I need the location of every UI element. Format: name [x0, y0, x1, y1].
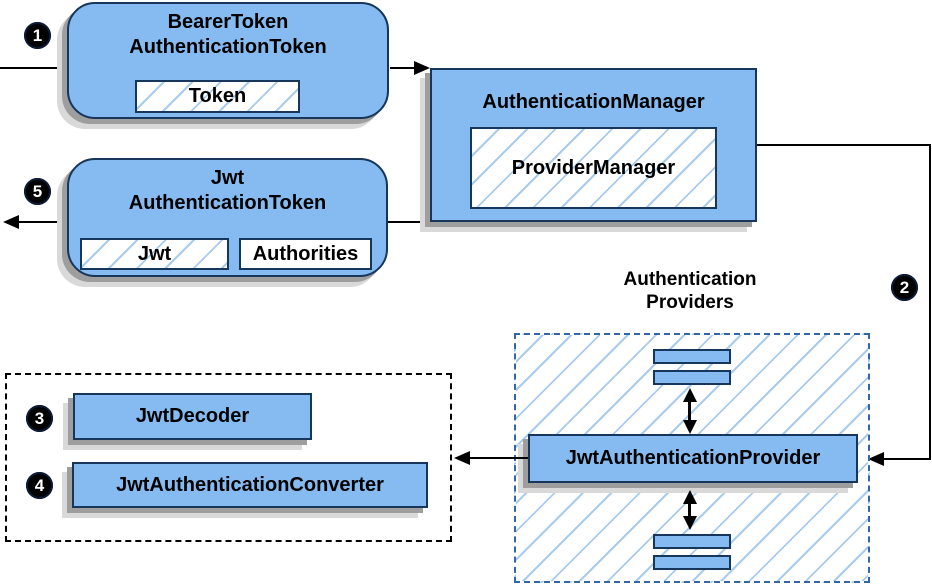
arrowhead-up-icon [683, 490, 697, 504]
node-title-line1: Jwt [210, 167, 245, 189]
arrowhead-down-icon [683, 516, 697, 530]
arrow-response-out-line [18, 221, 68, 223]
provider-stack-bar [653, 370, 731, 385]
bearer-token-node: BearerToken AuthenticationToken Token [67, 2, 389, 119]
double-arrow-top-shaft [688, 400, 691, 422]
line-manager-to-jwt-token [388, 221, 432, 223]
provider-manager-chip-label: ProviderManager [511, 156, 676, 179]
provider-stack-bar [653, 349, 731, 364]
step-badge-3: 3 [26, 405, 53, 432]
provider-stack-bar [653, 534, 731, 549]
node-title: Jwt AuthenticationToken [69, 160, 386, 216]
node-title-line2: AuthenticationToken [129, 36, 327, 58]
jwt-decoder-node: JwtDecoder [73, 393, 312, 440]
token-chip-label: Token [188, 85, 247, 107]
decoders-group-box [5, 373, 452, 542]
node-title: JwtAuthenticationConverter [116, 473, 384, 496]
step-badge-2: 2 [891, 274, 918, 301]
path-manager-to-provider-h2 [884, 458, 931, 460]
node-title: BearerToken AuthenticationToken [69, 4, 387, 60]
authentication-manager-node: AuthenticationManager ProviderManager [430, 68, 757, 222]
jwt-chip-label: Jwt [137, 242, 172, 265]
jwt-chip: Jwt [80, 238, 229, 270]
providers-group-label-line2: Providers [646, 292, 734, 313]
step-badge-5: 5 [24, 178, 51, 205]
authorities-chip-label: Authorities [252, 242, 359, 265]
jwt-authentication-token-node: Jwt AuthenticationToken Jwt Authorities [67, 158, 388, 277]
arrowhead-left-icon [454, 451, 470, 465]
provider-manager-chip: ProviderManager [470, 127, 717, 209]
jwt-authentication-provider-node: JwtAuthenticationProvider [528, 434, 858, 483]
node-title: AuthenticationManager [482, 91, 705, 113]
arrow-bearer-to-manager-line [390, 67, 416, 69]
node-title: JwtDecoder [135, 405, 250, 427]
path-manager-to-provider-v [929, 144, 931, 460]
arrowhead-left-icon [3, 215, 19, 229]
step-badge-4: 4 [26, 472, 53, 499]
providers-group-label: Authentication Providers [565, 268, 815, 314]
node-title-line1: BearerToken [167, 11, 289, 33]
arrowhead-down-icon [683, 420, 697, 434]
node-title-line2: AuthenticationToken [128, 192, 327, 214]
arrowhead-up-icon [683, 388, 697, 402]
double-arrow-bottom-shaft [688, 502, 691, 518]
path-manager-to-provider-h1 [757, 144, 931, 146]
jwt-authentication-converter-node: JwtAuthenticationConverter [72, 462, 428, 508]
authorities-chip: Authorities [239, 238, 372, 270]
step-badge-1: 1 [24, 22, 51, 49]
providers-group-label-line1: Authentication [623, 269, 757, 290]
provider-stack-bar [653, 555, 731, 570]
arrow-request-in [0, 67, 68, 69]
arrowhead-right-icon [414, 61, 430, 75]
token-chip: Token [135, 80, 300, 113]
arrow-provider-to-decoders-line [469, 457, 528, 459]
arrowhead-left-icon [868, 452, 884, 466]
node-title: JwtAuthenticationProvider [565, 447, 821, 469]
